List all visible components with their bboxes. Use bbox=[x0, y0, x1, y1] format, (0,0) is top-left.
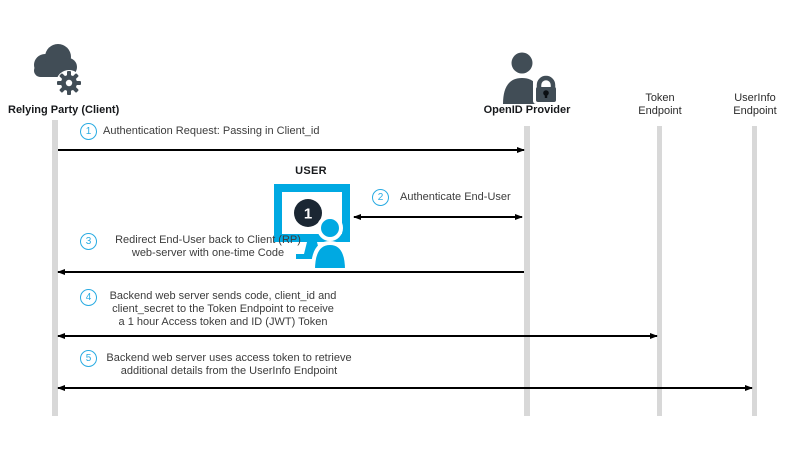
monitor-user-icon: 1 bbox=[274, 184, 350, 270]
step-1-badge: 1 bbox=[80, 123, 97, 140]
step-4-badge: 4 bbox=[80, 289, 97, 306]
lifeline-userinfo-endpoint bbox=[752, 126, 757, 416]
step-5-badge: 5 bbox=[80, 350, 97, 367]
message-arrow-4 bbox=[57, 332, 658, 339]
message-arrow-1 bbox=[58, 146, 525, 153]
step-2-text: Authenticate End-User bbox=[400, 191, 511, 203]
step-3-badge: 3 bbox=[80, 233, 97, 250]
relying-party-label: Relying Party (Client) bbox=[8, 104, 120, 116]
monitor-badge: 1 bbox=[304, 206, 312, 223]
arrowhead-right-icon bbox=[650, 332, 658, 339]
arrowhead-right-icon bbox=[745, 384, 753, 391]
step-1-text: Authentication Request: Passing in Clien… bbox=[103, 125, 320, 137]
arrowhead-left-icon bbox=[353, 213, 361, 220]
message-arrow-3 bbox=[57, 269, 524, 275]
lifeline-relying-party bbox=[52, 120, 58, 416]
lifeline-token-endpoint bbox=[657, 126, 662, 416]
user-label: USER bbox=[295, 165, 327, 177]
arrowhead-right-icon bbox=[517, 146, 525, 153]
token-endpoint-label: Token Endpoint bbox=[638, 92, 682, 117]
userinfo-endpoint-label: UserInfo Endpoint bbox=[733, 92, 777, 117]
openid-provider-label: OpenID Provider bbox=[483, 104, 571, 116]
person-lock-icon bbox=[503, 52, 557, 104]
step-3-text: Redirect End-User back to Client (RP) we… bbox=[115, 234, 301, 259]
step-5-text: Backend web server uses access token to … bbox=[106, 352, 352, 377]
message-arrow-5 bbox=[57, 384, 753, 391]
cloud-gear-icon bbox=[34, 44, 82, 96]
arrowhead-left-icon bbox=[57, 269, 65, 275]
arrowhead-left-icon bbox=[57, 384, 65, 391]
arrowhead-right-icon bbox=[515, 213, 523, 220]
step-2-badge: 2 bbox=[372, 189, 389, 206]
step-4-text: Backend web server sends code, client_id… bbox=[109, 290, 337, 328]
arrowhead-left-icon bbox=[57, 332, 65, 339]
lifeline-openid-provider bbox=[524, 126, 530, 416]
message-arrow-2 bbox=[353, 213, 523, 220]
